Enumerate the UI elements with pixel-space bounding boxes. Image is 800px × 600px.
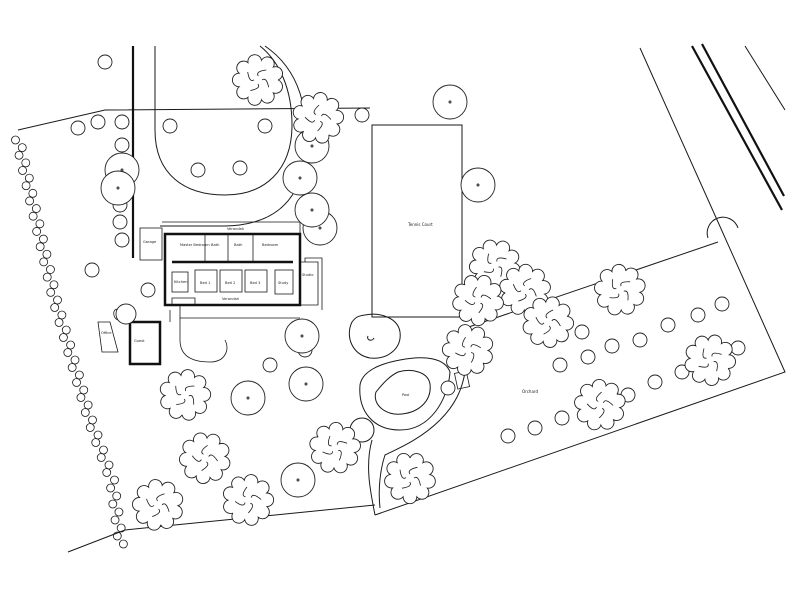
master-bedroom-label: Master Bedroom: [180, 243, 210, 247]
tennis-court-label: Tennis Court: [407, 222, 433, 227]
pool-area: Pool: [348, 313, 471, 516]
tennis-court: Tennis Court: [371, 124, 463, 318]
bed1-label: Bed 1: [200, 281, 210, 285]
office-label: Office: [101, 331, 112, 335]
bathroom2-label: Bath: [234, 243, 242, 247]
garage-label: Garage: [143, 240, 157, 244]
trees: [70, 54, 746, 531]
studio-label: Studio: [302, 273, 313, 277]
bed2-label: Bed 2: [225, 281, 235, 285]
bath-label: Bath: [211, 243, 219, 247]
annex-building: Office Guest: [97, 303, 162, 366]
pool-label: Pool: [402, 393, 409, 397]
bedroom-label: Bedroom: [262, 243, 279, 247]
road: [691, 43, 786, 239]
veranda-top-label: Verandah: [227, 227, 244, 231]
annex-label: Guest: [134, 339, 145, 343]
stone-wall-hedge: [11, 135, 128, 549]
bed3-label: Bed 3: [250, 281, 260, 285]
veranda-bottom-label: Verandah: [222, 297, 239, 301]
house: Garage Verandah Master Bedroom Bath Bath…: [139, 221, 323, 363]
orchard-label: Orchard: [522, 389, 538, 394]
study-label: Study: [278, 281, 289, 285]
kitchen-label: Kitchen: [174, 280, 188, 284]
